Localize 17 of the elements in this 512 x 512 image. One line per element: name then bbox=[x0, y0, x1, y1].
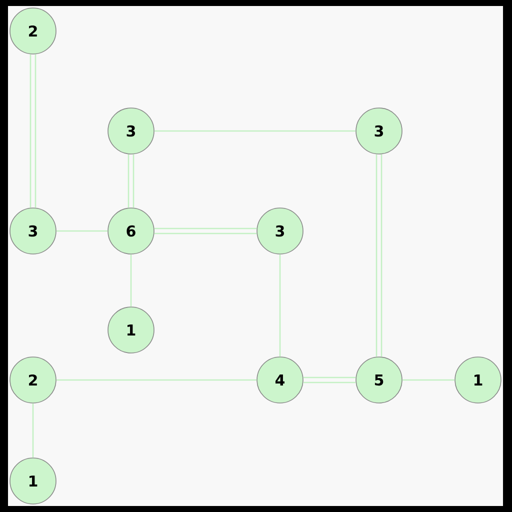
bridge-line bbox=[303, 382, 356, 384]
bridge-line bbox=[128, 154, 130, 208]
bridge-line bbox=[130, 254, 132, 307]
bridge-line bbox=[402, 379, 455, 381]
bridge-line bbox=[30, 54, 32, 208]
bridge-line bbox=[154, 232, 257, 234]
bridge-line bbox=[56, 379, 257, 381]
bridge-line bbox=[32, 403, 34, 458]
bridge-line bbox=[154, 130, 356, 132]
bridge-line bbox=[303, 376, 356, 378]
bridge-line bbox=[34, 54, 36, 208]
bridge-line bbox=[380, 154, 382, 357]
bridge-line bbox=[132, 154, 134, 208]
bridge-line bbox=[154, 228, 257, 230]
bridge-line bbox=[279, 254, 281, 357]
bridge-line bbox=[56, 230, 108, 232]
bridge-line bbox=[376, 154, 378, 357]
